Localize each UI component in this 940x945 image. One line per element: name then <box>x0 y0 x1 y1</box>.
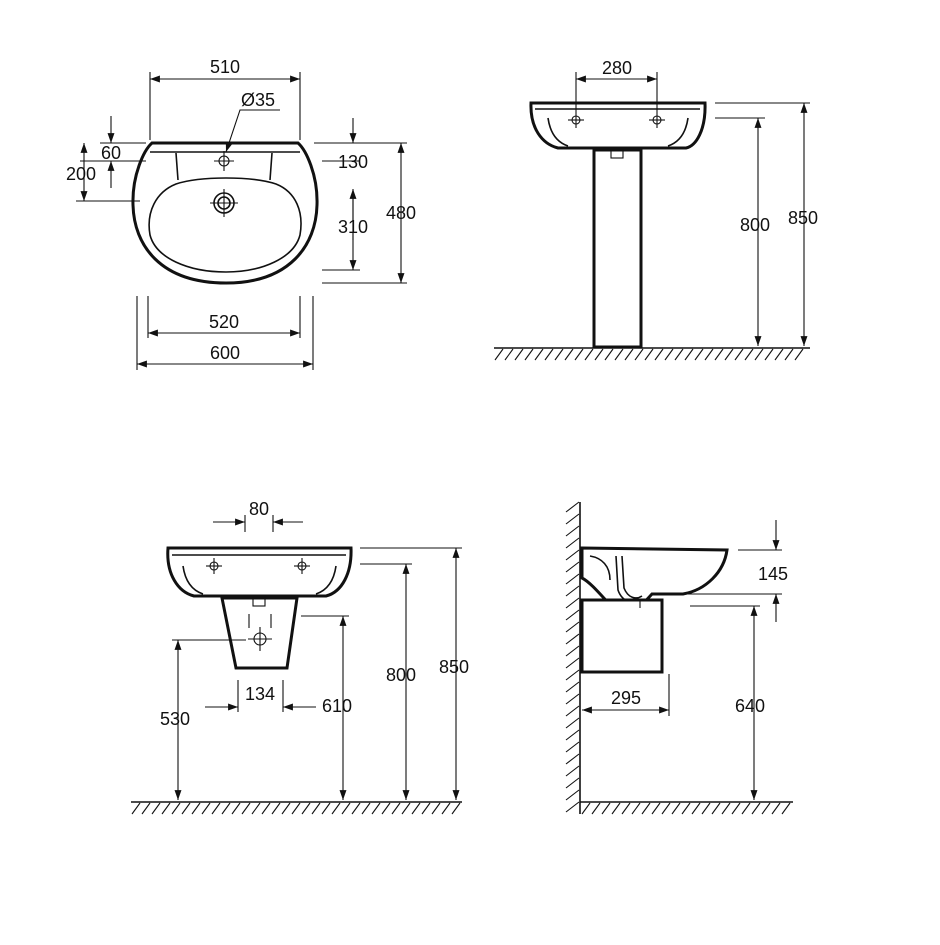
side-shroud <box>580 598 664 674</box>
semi-front-floor-hatch <box>131 802 461 815</box>
side-basin-outline <box>580 546 729 609</box>
dim-310-label: 310 <box>338 217 368 237</box>
dim-145-label: 145 <box>758 564 788 584</box>
dim-600-label: 600 <box>210 343 240 363</box>
drain-icon <box>210 189 238 217</box>
top-view: 510 Ø35 60 200 130 310 480 520 <box>66 57 416 370</box>
dim-295-label: 295 <box>611 688 641 708</box>
hole-diameter-label: Ø35 <box>241 90 275 110</box>
dim-134-label: 134 <box>245 684 275 704</box>
side-floor-hatch <box>581 802 791 815</box>
dim-800-label: 800 <box>740 215 770 235</box>
tap-hole-icon <box>214 151 234 171</box>
dim-850b-label: 850 <box>439 657 469 677</box>
semi-pedestal-front-view: 80 134 530 610 800 850 <box>131 499 469 815</box>
dim-640-label: 640 <box>735 696 765 716</box>
dim-200-label: 200 <box>66 164 96 184</box>
semi-tap-right-icon <box>294 558 310 574</box>
semi-pedestal-side-view: 145 640 295 <box>565 501 793 815</box>
pedestal-column <box>592 148 643 349</box>
dim-80-label: 80 <box>249 499 269 519</box>
semi-drain-icon <box>248 614 272 651</box>
dim-850-label: 850 <box>788 208 818 228</box>
dim-280-label: 280 <box>602 58 632 78</box>
dim-610-label: 610 <box>322 696 352 716</box>
wall-hatch <box>565 501 580 813</box>
dim-60-label: 60 <box>101 143 121 163</box>
pedestal-tap-right-icon <box>649 112 665 128</box>
semi-tap-left-icon <box>206 558 222 574</box>
dim-130-label: 130 <box>338 152 368 172</box>
pedestal-basin-outline <box>529 101 707 150</box>
dim-530-label: 530 <box>160 709 190 729</box>
dim-800b-label: 800 <box>386 665 416 685</box>
bowl-outline <box>148 177 302 273</box>
pedestal-floor-hatch <box>494 348 804 361</box>
pedestal-tap-left-icon <box>568 112 584 128</box>
dim-520-label: 520 <box>209 312 239 332</box>
dim-480-label: 480 <box>386 203 416 223</box>
pedestal-view: 280 800 850 <box>494 58 818 361</box>
dim-510-label: 510 <box>210 57 240 77</box>
